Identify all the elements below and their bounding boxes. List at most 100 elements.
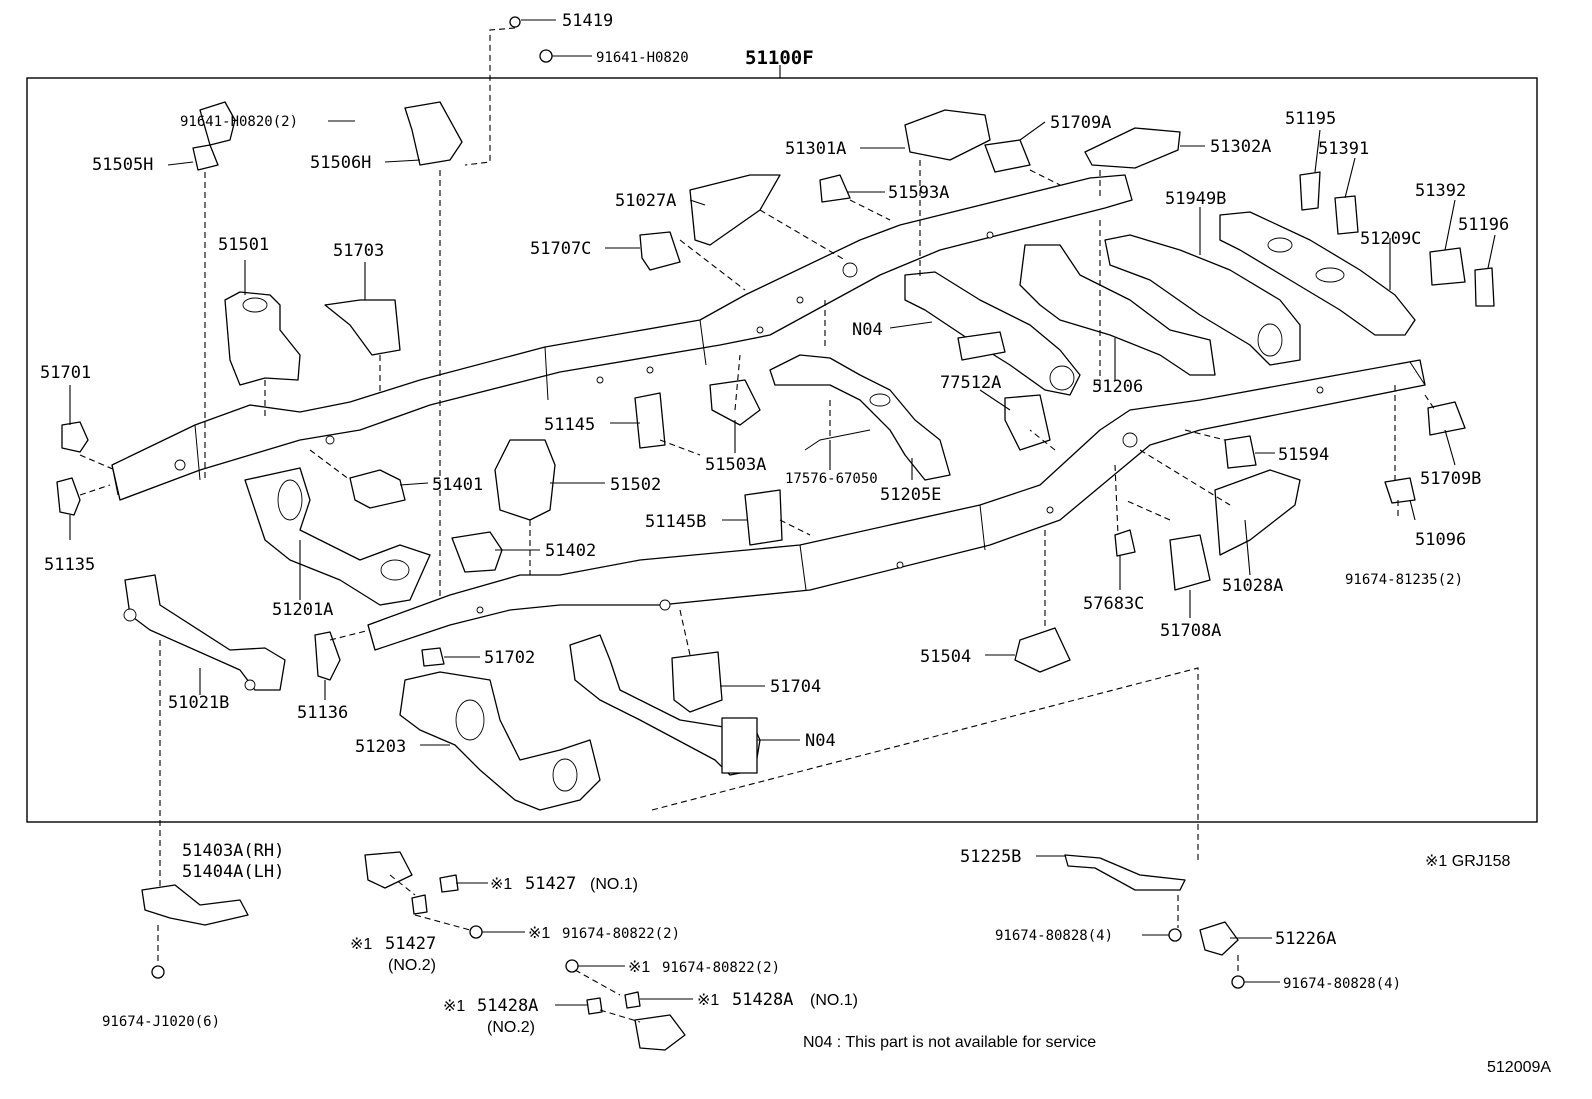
mark-51428A-no1: ※1 — [697, 992, 719, 1009]
bracket-51145B — [744, 489, 783, 546]
label-51503A: 51503A — [705, 455, 766, 475]
note-51428A-no1: (NO.1) — [810, 992, 858, 1009]
bolt-91674-80828-b — [1231, 975, 1245, 989]
bracket-51402 — [451, 531, 503, 573]
crossmember-51206 — [1019, 244, 1216, 376]
bracket-51709A — [984, 139, 1031, 173]
label-51501: 51501 — [218, 235, 269, 255]
label-51100F: 51100F — [745, 47, 814, 69]
label-51428A-no2: 51428A — [477, 996, 538, 1016]
label-77512A: 77512A — [940, 373, 1001, 393]
bracket-51501 — [224, 291, 301, 386]
label-51145B: 51145B — [645, 512, 706, 532]
plate-51392 — [1429, 247, 1466, 286]
clip-51427-no2 — [411, 894, 428, 915]
label-91674-80828-4-a: 91674-80828(4) — [995, 928, 1113, 944]
label-51302A: 51302A — [1210, 137, 1271, 157]
mark-91674-80822-b: ※1 — [628, 959, 650, 976]
clip-51427-no1 — [439, 874, 459, 893]
diagram-id: 512009A — [1487, 1059, 1551, 1076]
label-51709B: 51709B — [1420, 469, 1481, 489]
label-51949B: 51949B — [1165, 189, 1226, 209]
hose-17576 — [804, 429, 871, 451]
label-51209C: 51209C — [1360, 229, 1421, 249]
clip-51428A-no2 — [586, 997, 603, 1015]
label-51427-no2: 51427 — [385, 934, 436, 954]
note-51427-no2: (NO.2) — [388, 957, 436, 974]
label-n04-bottom: N04 — [805, 731, 836, 751]
label-91674-J1020-6: 91674-J1020(6) — [102, 1014, 220, 1030]
bracket-51502 — [494, 439, 556, 521]
label-51593A: 51593A — [888, 183, 949, 203]
crossmember-51205E — [769, 354, 951, 481]
label-51226A: 51226A — [1275, 929, 1336, 949]
label-51028A: 51028A — [1222, 576, 1283, 596]
bracket-51027A — [689, 174, 781, 246]
assembly-dashed-lines — [79, 27, 1436, 1023]
label-51505H: 51505H — [92, 155, 153, 175]
label-n04-mid: N04 — [852, 320, 883, 340]
bracket-51503A — [709, 379, 761, 426]
crossmember-51021B — [123, 574, 286, 691]
bracket-51145 — [634, 392, 666, 449]
label-51702: 51702 — [484, 648, 535, 668]
bolt-91674-J1020 — [151, 965, 165, 979]
plate-51196 — [1474, 267, 1495, 307]
label-51096: 51096 — [1415, 530, 1466, 550]
label-51502: 51502 — [610, 475, 661, 495]
label-57683C: 57683C — [1083, 594, 1144, 614]
leader-lines — [69, 19, 1496, 1006]
mark-91674-80822-a: ※1 — [528, 925, 550, 942]
crossmember-51209C — [1219, 211, 1416, 336]
label-51225B: 51225B — [960, 847, 1021, 867]
label-51594: 51594 — [1278, 445, 1329, 465]
bracket-51403A-51404A — [141, 884, 249, 926]
label-91641-H0820-2: 91641-H0820(2) — [180, 114, 298, 130]
label-51136: 51136 — [297, 703, 348, 723]
bracket-n04-mid — [957, 331, 1006, 361]
footnote-grj158: ※1 GRJ158 — [1425, 853, 1511, 870]
label-51196: 51196 — [1458, 215, 1509, 235]
bracket-51506H — [404, 101, 463, 166]
label-51301A: 51301A — [785, 139, 846, 159]
crossmember-51201A — [244, 467, 431, 606]
plate-51135 — [56, 477, 81, 516]
note-n04-not-serviceable: N04 : This part is not available for ser… — [803, 1034, 1096, 1051]
label-51021B: 51021B — [168, 693, 229, 713]
label-51707C: 51707C — [530, 239, 591, 259]
label-51704: 51704 — [770, 677, 821, 697]
label-51427-no1: 51427 — [525, 874, 576, 894]
bracket-51504 — [1014, 627, 1071, 673]
label-51027A: 51027A — [615, 191, 676, 211]
plate-51195 — [1299, 171, 1321, 211]
bracket-51301A — [904, 109, 991, 161]
bracket-51428A — [634, 1014, 686, 1051]
label-51701: 51701 — [40, 363, 91, 383]
label-51201A: 51201A — [272, 600, 333, 620]
bracket-77512A — [1004, 394, 1051, 451]
label-51709A: 51709A — [1050, 113, 1111, 133]
label-51195: 51195 — [1285, 109, 1336, 129]
mark-51427-no1: ※1 — [490, 876, 512, 893]
label-51401: 51401 — [432, 475, 483, 495]
label-51391: 51391 — [1318, 139, 1369, 159]
label-91674-81235-2: 91674-81235(2) — [1345, 572, 1463, 588]
label-51504: 51504 — [920, 647, 971, 667]
assembly-box — [26, 77, 1538, 823]
label-51203: 51203 — [355, 737, 406, 757]
plate-51136 — [314, 631, 341, 681]
bracket-51707C — [639, 231, 681, 271]
bracket-51593A — [819, 174, 851, 203]
label-51506H: 51506H — [310, 153, 371, 173]
label-51404A-lh: 51404A(LH) — [182, 862, 284, 882]
bolt-51419 — [509, 16, 521, 28]
crossmember-51203 — [399, 671, 601, 811]
bracket-51225B — [1064, 854, 1186, 891]
bracket-57683C — [1114, 529, 1136, 557]
bracket-51703 — [324, 299, 401, 356]
bracket-51704 — [671, 651, 723, 713]
label-51703: 51703 — [333, 241, 384, 261]
mark-51427-no2: ※1 — [350, 936, 372, 953]
label-91674-80822-b: 91674-80822(2) — [662, 960, 780, 976]
